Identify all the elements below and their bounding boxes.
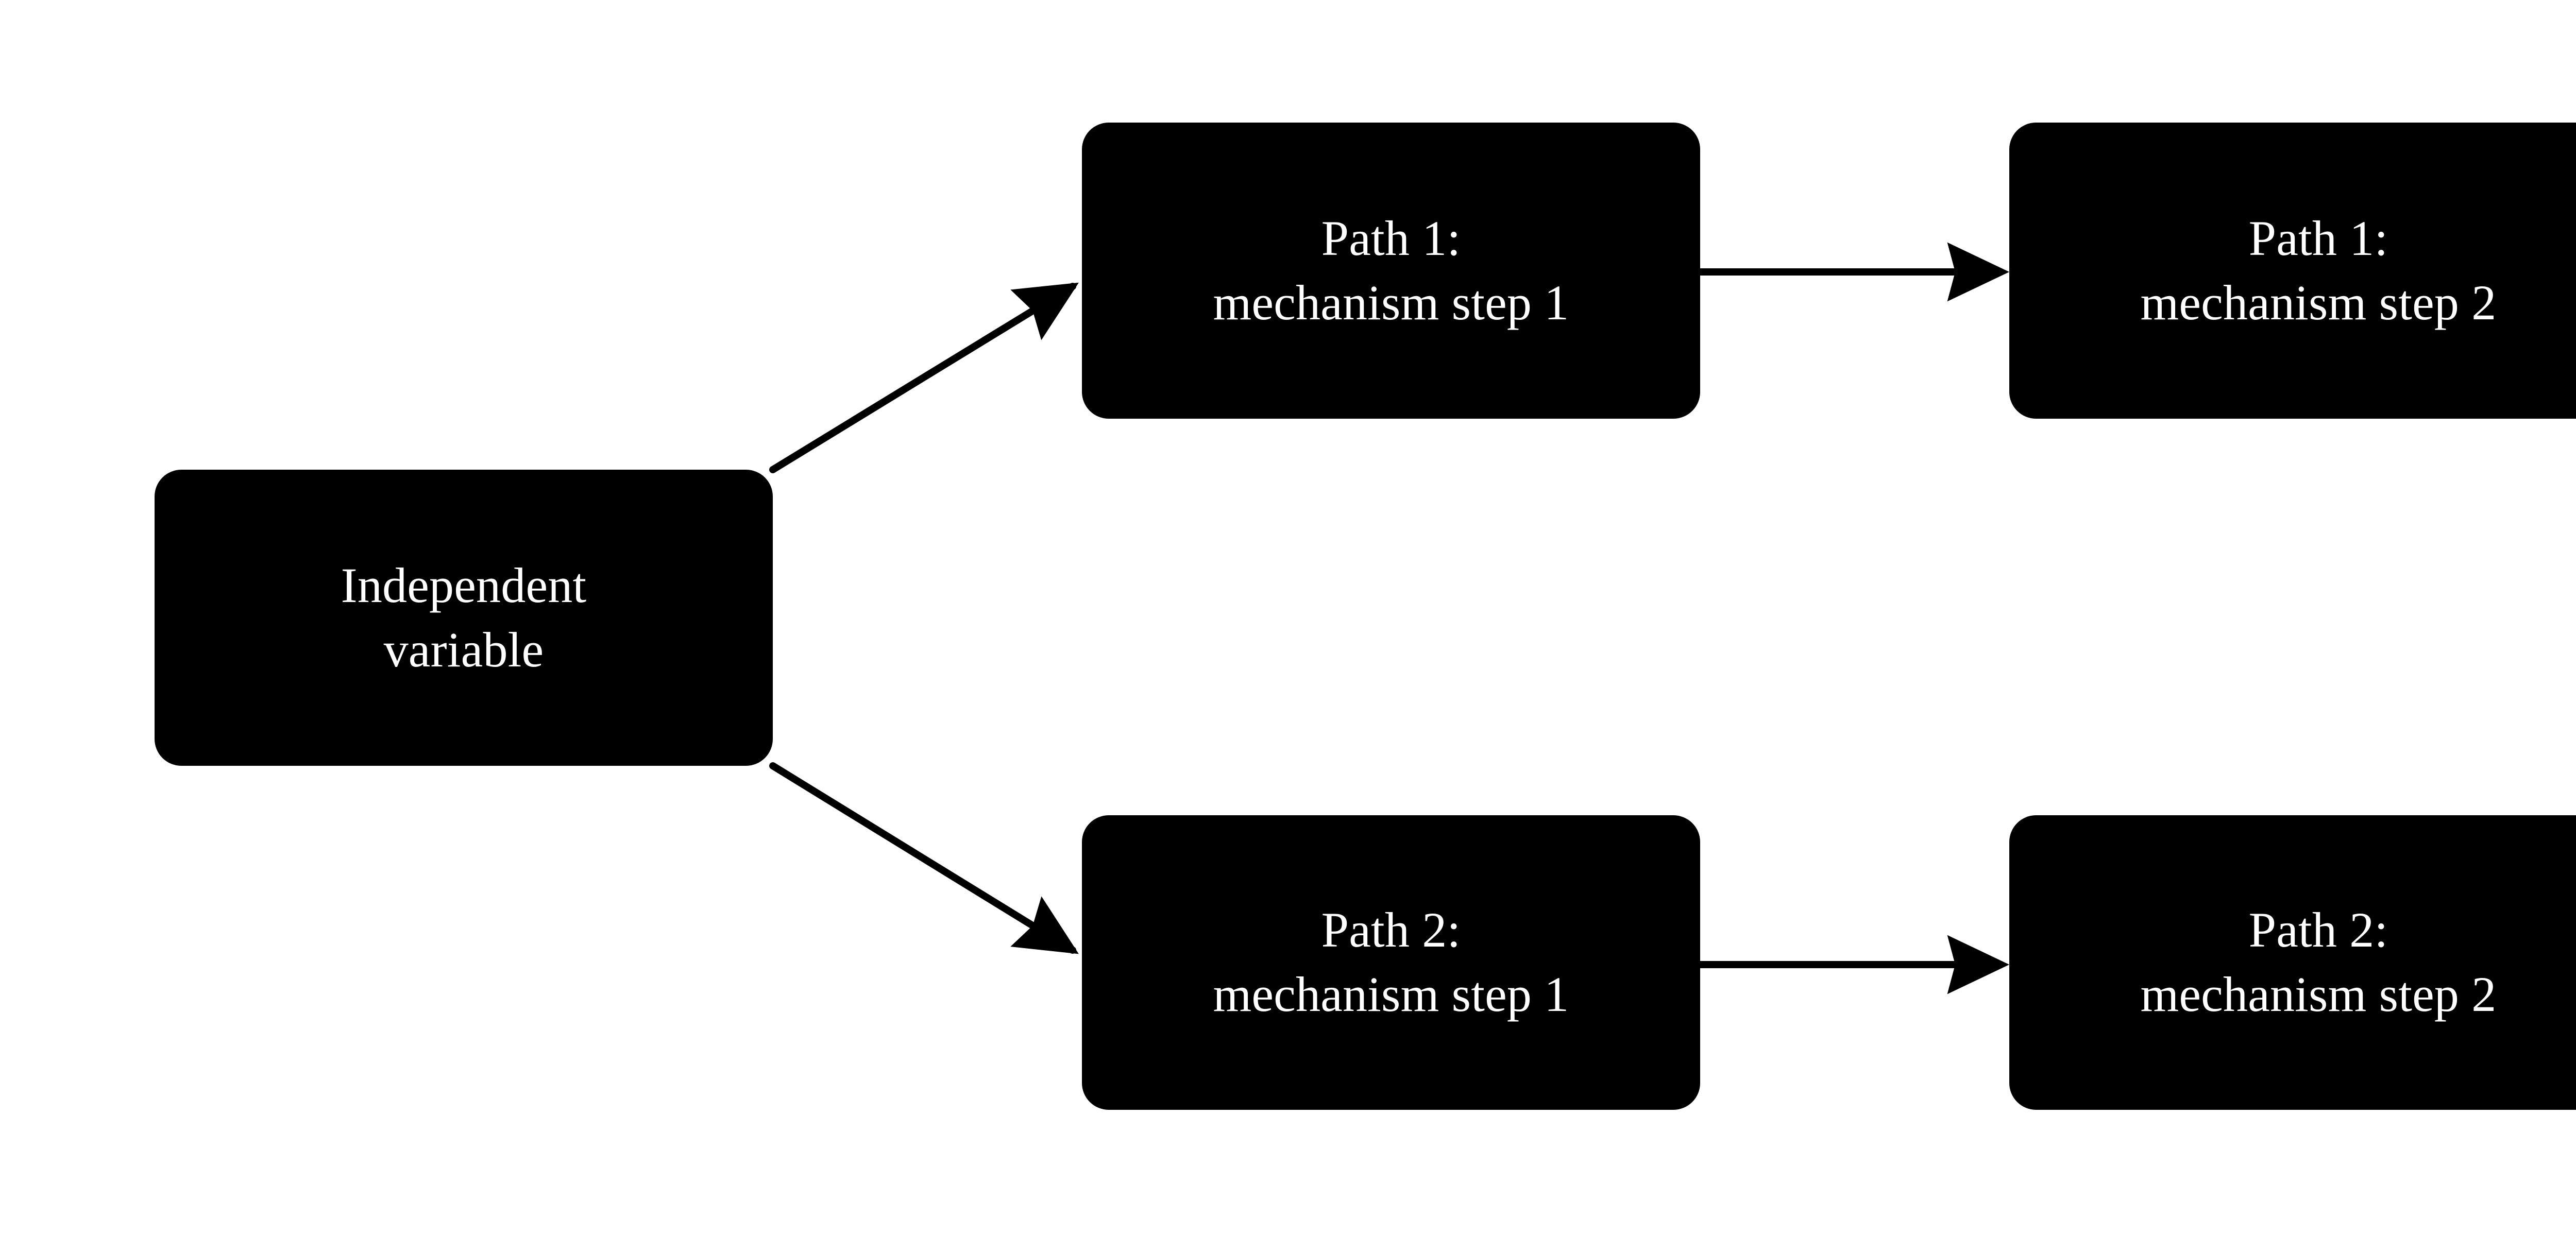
node-path2-step2[interactable]: Path 2: mechanism step 2 xyxy=(2009,815,2576,1110)
node-independent-variable-label: Independent variable xyxy=(341,557,587,677)
node-path1-step1-label: Path 1: mechanism step 1 xyxy=(1213,210,1569,330)
edge-iv-to-path2-step1 xyxy=(769,762,1079,954)
edge-iv-to-path1-step1 xyxy=(769,282,1079,473)
node-path2-step2-label: Path 2: mechanism step 2 xyxy=(2140,902,2497,1022)
node-path2-step1-label: Path 2: mechanism step 1 xyxy=(1213,902,1569,1022)
node-path1-step1[interactable]: Path 1: mechanism step 1 xyxy=(1082,123,1700,419)
node-independent-variable[interactable]: Independent variable xyxy=(155,470,773,766)
node-path1-step2[interactable]: Path 1: mechanism step 2 xyxy=(2009,123,2576,419)
node-path1-step2-label: Path 1: mechanism step 2 xyxy=(2140,210,2497,330)
node-path2-step1[interactable]: Path 2: mechanism step 1 xyxy=(1082,815,1700,1110)
